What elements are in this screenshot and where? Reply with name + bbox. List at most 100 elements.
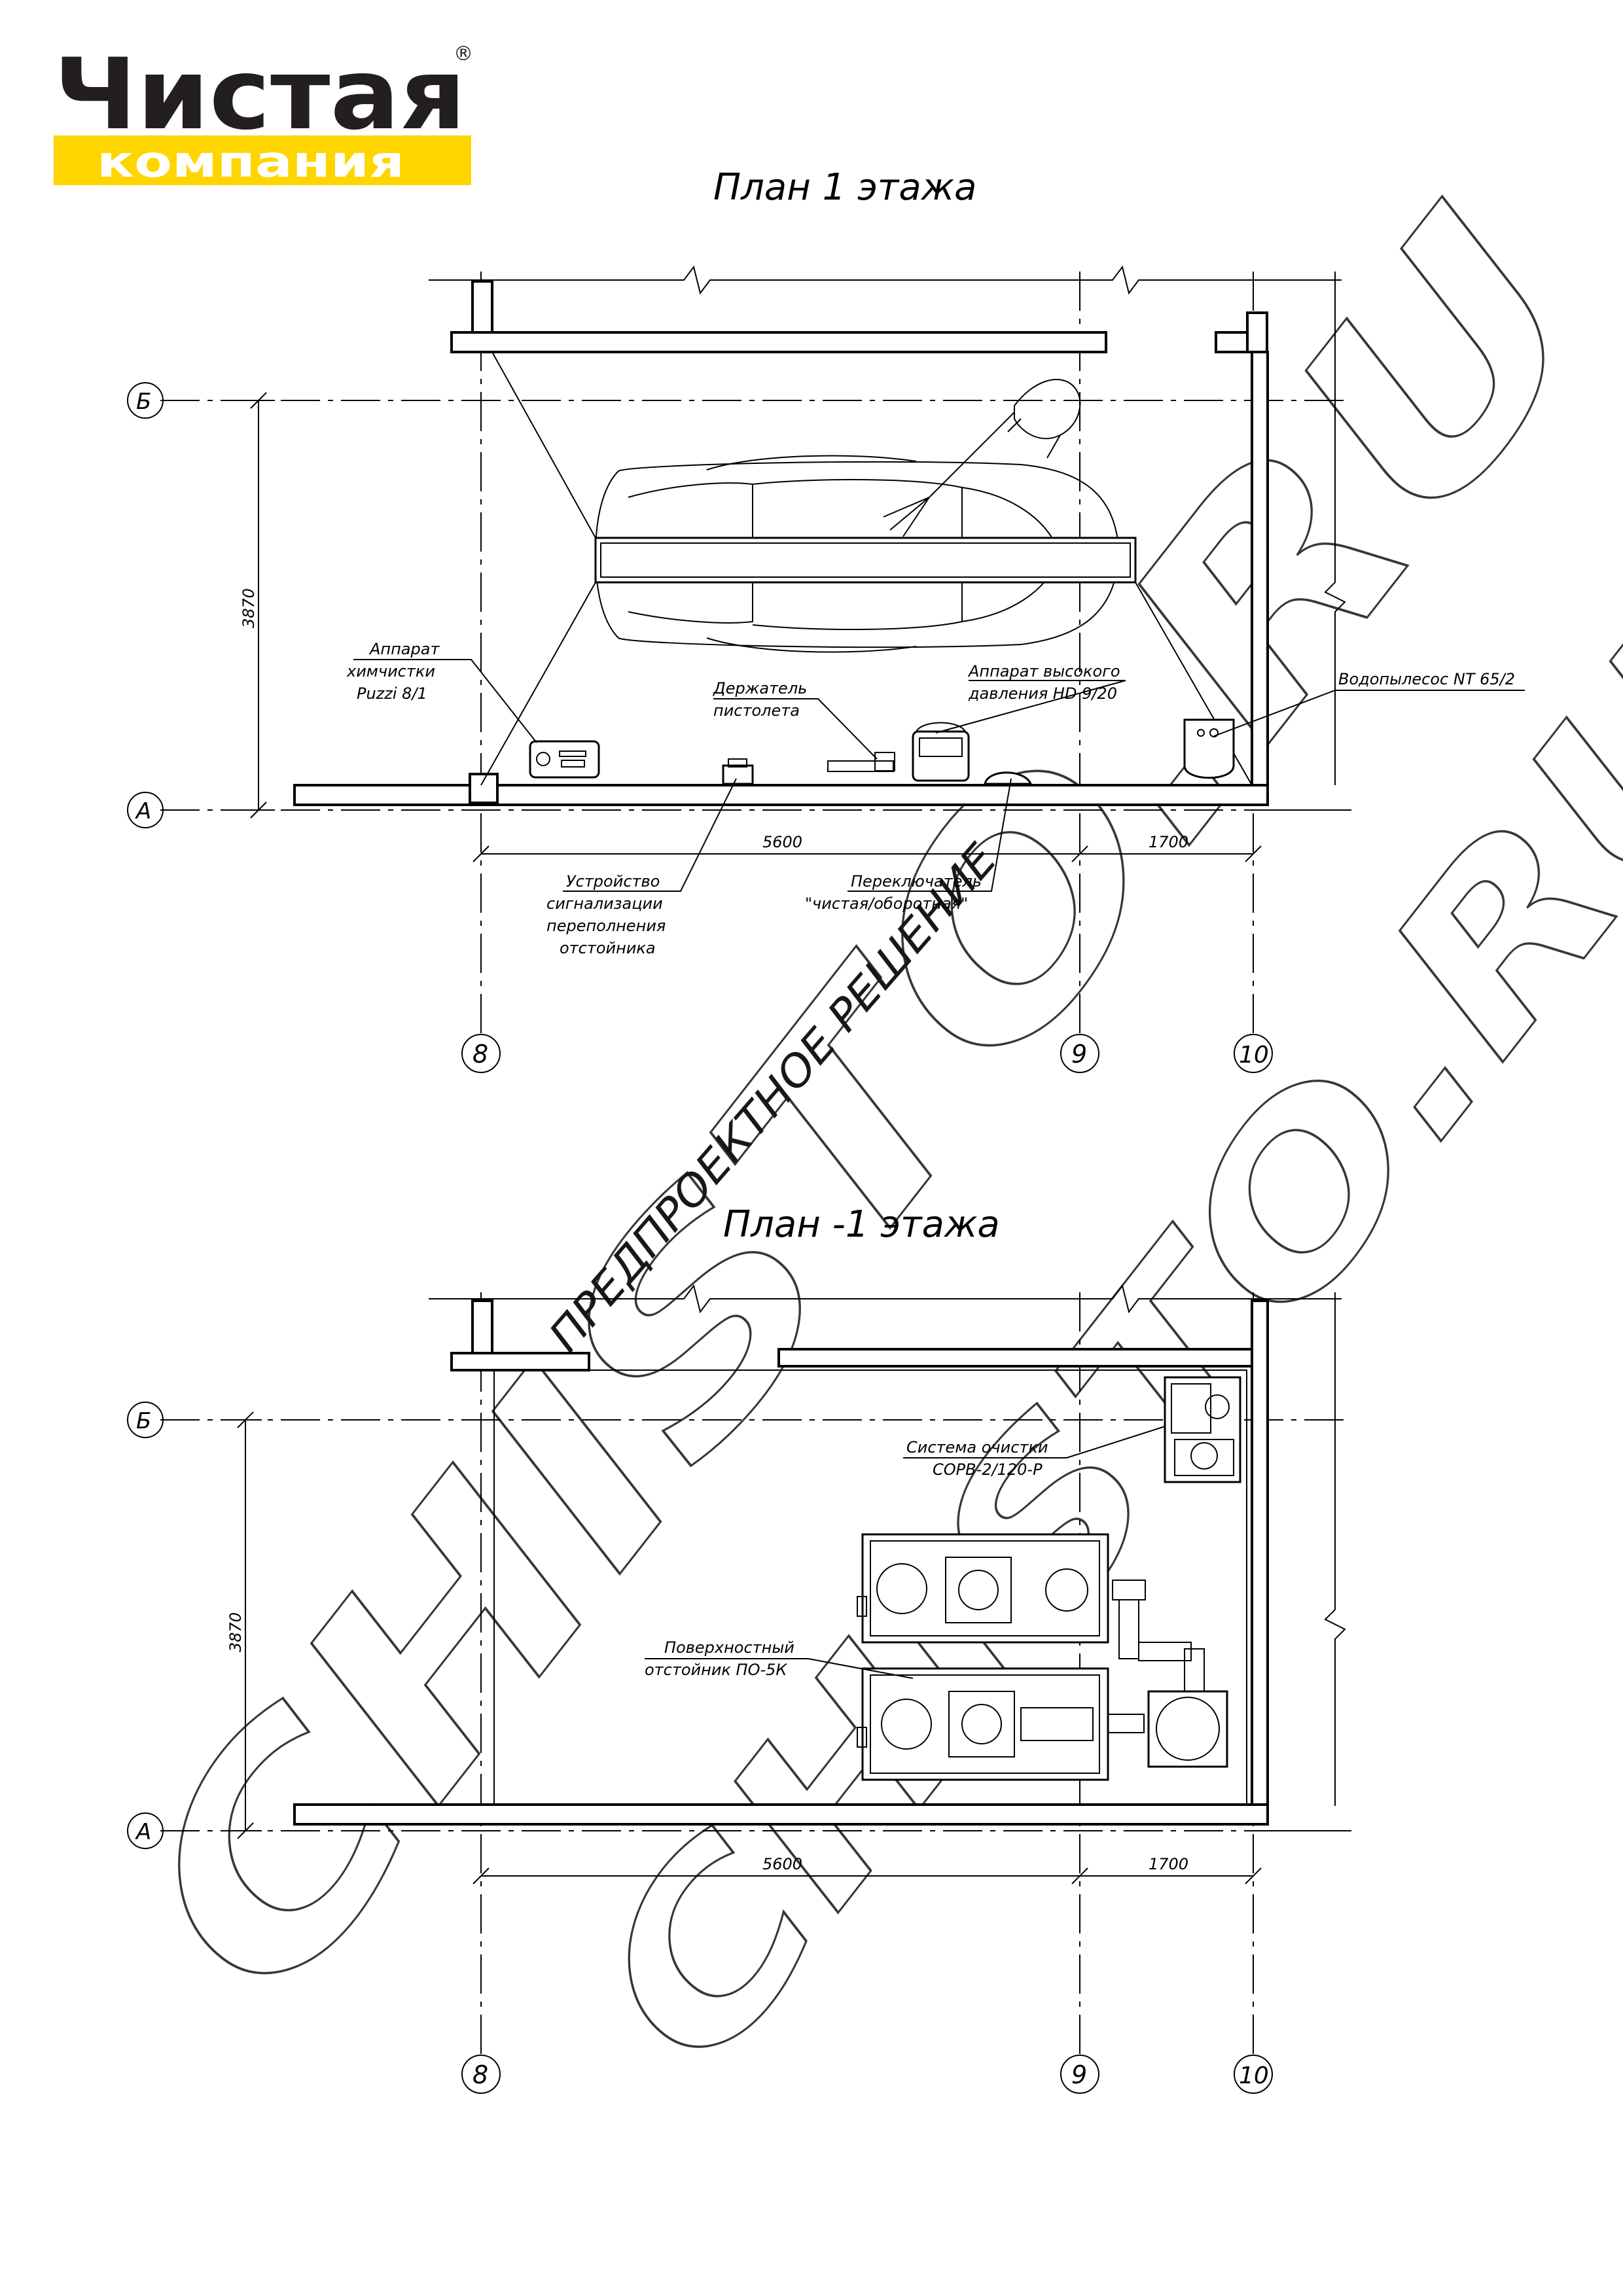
- logo-line2: компания: [97, 137, 404, 187]
- logo-yellow-band: [54, 135, 471, 185]
- label-hd-line2: давления HD 9/20: [968, 684, 1117, 703]
- dim-height-text: 3870: [240, 588, 258, 628]
- wall-top-left-pier: [471, 280, 493, 334]
- logo-line1: Чистая: [54, 38, 466, 152]
- settling-tank-2: [857, 1667, 1109, 1781]
- axis2-label-8: 8: [473, 2060, 488, 2089]
- label-puzzi-line2: химчистки: [346, 662, 435, 680]
- label-holder: Держатель пистолета: [713, 679, 807, 720]
- axis2-label-b: Б: [136, 1408, 151, 1434]
- leader-vacuum: [1213, 690, 1525, 737]
- operator-figure: [883, 379, 1081, 537]
- wall2-top-left: [450, 1352, 590, 1371]
- plan-1-floor: План 1 этажа: [127, 166, 1525, 1073]
- axis-label-b: Б: [136, 389, 151, 415]
- wall2-left-pier: [471, 1299, 493, 1354]
- wall-bottom: [293, 784, 1269, 806]
- dimension-row: 5600 1700: [473, 833, 1262, 862]
- label-tank-line2: отстойник ПО-5К: [645, 1661, 787, 1679]
- break-line-top: [429, 265, 1342, 295]
- leader-alarm: [563, 778, 737, 892]
- label-hd-line1: Аппарат высокого: [967, 662, 1120, 680]
- label-alarm-line2: сигнализации: [546, 894, 663, 913]
- wall-top: [450, 331, 1107, 353]
- label-tank-line1: Поверхностный: [664, 1638, 794, 1657]
- overflow-alarm-device: [722, 758, 754, 785]
- wall-bottom-column: [469, 773, 499, 804]
- leader-sorv: [903, 1426, 1166, 1458]
- wash-trench-inner: [600, 542, 1131, 578]
- label-hd: Аппарат высокого давления HD 9/20: [967, 662, 1120, 703]
- label-alarm: Устройство сигнализации переполнения отс…: [546, 872, 666, 957]
- dim-span2-text: 1700: [1149, 833, 1188, 851]
- axis-label-8: 8: [473, 1040, 488, 1069]
- label-sorv: Система очистки СОРВ-2/120-Р: [906, 1438, 1048, 1479]
- axis2-bubble-b: Б: [127, 1402, 164, 1438]
- plan-basement-floor: План -1 этажа: [127, 1203, 1351, 2094]
- wall-right-pier: [1246, 311, 1268, 353]
- label-vacuum: Водопылесос NT 65/2: [1338, 670, 1515, 688]
- label-puzzi-line1: Аппарат: [368, 640, 440, 658]
- break2-line-top: [429, 1284, 1342, 1314]
- wall2-bottom: [293, 1803, 1269, 1826]
- diagonal-1: [491, 351, 596, 539]
- label-alarm-line4: отстойника: [560, 939, 656, 957]
- gun-holder: [827, 752, 895, 772]
- wall-right: [1251, 351, 1269, 800]
- dim2-height-text: 3870: [226, 1612, 245, 1652]
- dim2-span1-text: 5600: [762, 1855, 802, 1873]
- dimension-3870: 3870: [240, 392, 275, 819]
- wall2-right-outer: [1324, 1292, 1346, 1806]
- dimension2-3870: 3870: [226, 1411, 262, 1839]
- label-alarm-line1: Устройство: [566, 872, 660, 891]
- axis-bubble-10: 10: [1234, 1034, 1273, 1073]
- axis-label-a: А: [135, 798, 151, 824]
- puzzi-machine: [529, 740, 600, 779]
- axis-label-9: 9: [1071, 1040, 1087, 1069]
- leader-tank: [645, 1658, 914, 1679]
- label-holder-line2: пистолета: [713, 701, 800, 720]
- axis2-bubble-10: 10: [1234, 2055, 1273, 2094]
- dimension2-row: 5600 1700: [473, 1855, 1262, 1884]
- label-switch-line1: Переключатель: [851, 872, 982, 891]
- wash-trench: [594, 537, 1137, 584]
- axis2-bubble-8: 8: [461, 2055, 501, 2094]
- axis-label-10: 10: [1239, 1042, 1269, 1069]
- mode-switch: [984, 771, 1033, 785]
- label-holder-line1: Держатель: [713, 679, 807, 698]
- axis-bubble-b: Б: [127, 382, 164, 419]
- label-switch: Переключатель "чистая/оборотная": [805, 872, 982, 913]
- vacuum-nt65: [1183, 718, 1235, 779]
- label-puzzi-line3: Puzzi 8/1: [357, 684, 427, 703]
- plan-2-title: План -1 этажа: [723, 1203, 1000, 1246]
- label-sorv-line2: СОРВ-2/120-Р: [933, 1460, 1043, 1479]
- dim2-span2-text: 1700: [1149, 1855, 1188, 1873]
- settling-tank-1: [857, 1533, 1109, 1644]
- axis2-label-9: 9: [1071, 2060, 1087, 2089]
- label-sorv-line1: Система очистки: [906, 1438, 1048, 1457]
- label-alarm-line3: переполнения: [546, 917, 666, 935]
- logo-registered: ®: [454, 43, 473, 65]
- label-puzzi: Аппарат химчистки Puzzi 8/1: [346, 640, 440, 703]
- plan-1-title: План 1 этажа: [713, 166, 977, 209]
- axis2-label-10: 10: [1239, 2062, 1269, 2089]
- dim-span1-text: 5600: [762, 833, 802, 851]
- company-logo: Чистая ® компания: [54, 38, 473, 187]
- label-switch-line2: "чистая/оборотная": [805, 894, 968, 913]
- sorv-cleaning-system: [1164, 1376, 1241, 1483]
- leader-switch: [847, 778, 1012, 892]
- leader-holder: [713, 698, 878, 760]
- diagonal-2: [480, 582, 596, 786]
- wall2-right: [1251, 1299, 1269, 1806]
- leader-puzzi: [353, 659, 537, 743]
- axis2-label-a: А: [135, 1819, 151, 1845]
- inspection-well: [1147, 1690, 1228, 1768]
- wall2-top-right: [777, 1348, 1255, 1368]
- wall-right-outer: [1324, 272, 1346, 785]
- axis-bubble-a: А: [127, 792, 164, 828]
- leader-hd: [935, 680, 1126, 733]
- axis2-bubble-a: А: [127, 1812, 164, 1849]
- axis-bubble-8: 8: [461, 1034, 501, 1073]
- axis-bubble-9: 9: [1060, 1034, 1099, 1073]
